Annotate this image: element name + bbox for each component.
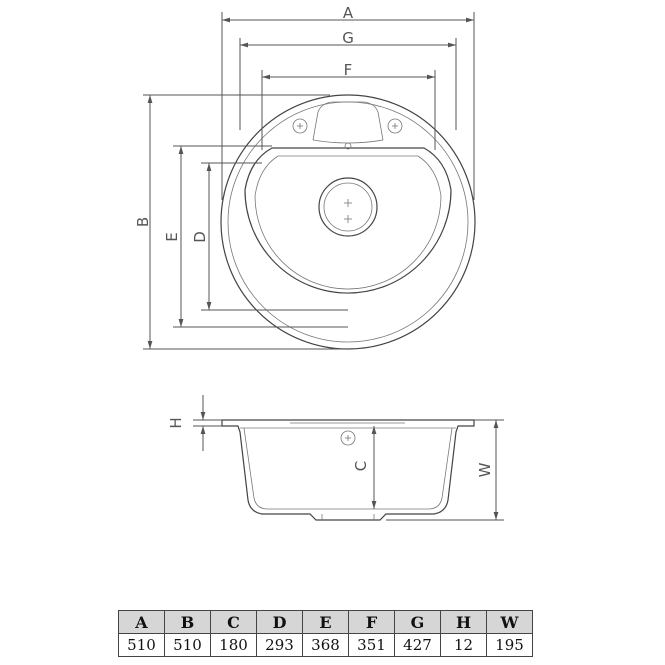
- value-cell: 510: [164, 633, 211, 657]
- faucet-platform: [312, 101, 384, 141]
- header-cell: F: [348, 610, 395, 634]
- dimension-w: W: [386, 419, 504, 521]
- header-cell: H: [440, 610, 487, 634]
- dimension-h-label: H: [167, 417, 185, 428]
- dimension-h: H: [167, 395, 222, 451]
- dimension-e: E: [163, 145, 348, 328]
- dimension-d: D: [191, 162, 348, 311]
- dimension-e-label: E: [163, 232, 181, 241]
- dimension-b-label: B: [134, 217, 152, 227]
- value-cell: 12: [440, 633, 487, 657]
- dimension-b: B: [134, 94, 348, 350]
- sink-top-view: [220, 94, 476, 350]
- sink-side-view: [221, 419, 475, 521]
- dimension-f-label: F: [344, 61, 353, 79]
- dimension-g: G: [239, 29, 457, 130]
- drain-outer: [318, 177, 378, 237]
- header-cell: B: [164, 610, 211, 634]
- faucet-hole-left: [292, 118, 308, 134]
- dimension-d-label: D: [191, 231, 209, 243]
- header-cell: G: [394, 610, 441, 634]
- drain-inner: [323, 182, 373, 232]
- faucet-hole-right: [387, 118, 403, 134]
- value-cell: 368: [302, 633, 349, 657]
- dimension-w-label: W: [476, 462, 494, 477]
- value-cell: 351: [348, 633, 395, 657]
- value-cell: 510: [118, 633, 165, 657]
- dimension-table: A B C D E F G H W 510 510 180 293 368 35…: [118, 610, 533, 657]
- bowl-inner-contour: [254, 155, 442, 290]
- dimension-c: C: [352, 426, 377, 509]
- dimension-g-label: G: [342, 29, 354, 47]
- header-cell: E: [302, 610, 349, 634]
- side-rim: [221, 419, 475, 521]
- value-cell: 195: [486, 633, 533, 657]
- header-cell: D: [256, 610, 303, 634]
- header-cell: A: [118, 610, 165, 634]
- dimension-f: F: [261, 61, 436, 150]
- value-cell: 180: [210, 633, 257, 657]
- value-cell: 293: [256, 633, 303, 657]
- header-cell: W: [486, 610, 533, 634]
- bowl-outer-contour: [244, 147, 452, 294]
- dimension-table-values-row: 510 510 180 293 368 351 427 12 195: [118, 633, 533, 657]
- dimension-c-label: C: [352, 461, 370, 471]
- side-bowl-inner: [243, 427, 453, 510]
- sink-technical-drawing: A G F B E D: [134, 4, 504, 521]
- dimension-table-header-row: A B C D E F G H W: [118, 610, 533, 634]
- value-cell: 427: [394, 633, 441, 657]
- side-faucet-hole: [340, 430, 356, 446]
- header-cell: C: [210, 610, 257, 634]
- dimension-a-label: A: [343, 4, 354, 22]
- dimension-a: A: [221, 4, 475, 200]
